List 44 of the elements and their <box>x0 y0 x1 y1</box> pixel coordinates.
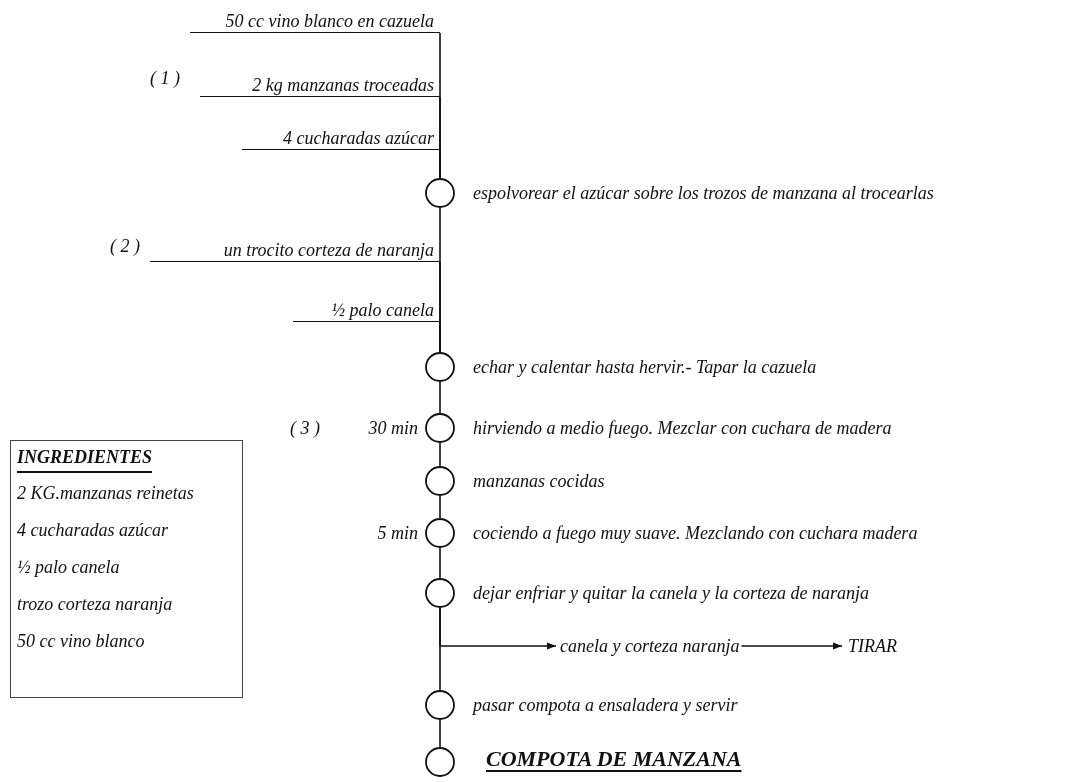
process-circle <box>425 466 455 496</box>
step-description: espolvorear el azúcar sobre los trozos de manzana al trocearlas <box>473 182 934 205</box>
ingredient-item: 2 KG.manzanas reinetas <box>17 482 194 505</box>
ingredient-label: 2 kg manzanas troceadas <box>200 73 440 97</box>
ingredient-label: ½ palo canela <box>293 298 440 322</box>
connector-line <box>439 607 441 691</box>
duration-label: 5 min <box>377 522 418 545</box>
process-circle <box>425 352 455 382</box>
connector-line <box>439 149 441 179</box>
ingredient-label: 4 cucharadas azúcar <box>242 126 440 150</box>
process-circle <box>425 518 455 548</box>
step-description: dejar enfriar y quitar la canela y la corteza de naranja <box>473 582 869 605</box>
connector-line <box>439 547 441 579</box>
dish-title: COMPOTA DE MANZANA <box>486 745 742 773</box>
duration-label: 30 min <box>368 417 418 440</box>
ingredient-label: 50 cc vino blanco en cazuela <box>190 9 440 33</box>
step-number: ( 2 ) <box>110 235 140 258</box>
step-number: ( 3 ) <box>290 417 320 440</box>
ingredient-item: trozo corteza naranja <box>17 593 173 616</box>
step-description: hirviendo a medio fuego. Mezclar con cuchara de madera <box>473 417 892 440</box>
step-description: manzanas cocidas <box>473 470 605 493</box>
ingredient-item: 4 cucharadas azúcar <box>17 519 168 542</box>
arrow <box>740 642 843 650</box>
process-circle <box>425 690 455 720</box>
box-heading: INGREDIENTES <box>17 445 153 473</box>
connector-line <box>439 495 441 519</box>
process-circle <box>425 747 455 777</box>
ingredient-label: un trocito corteza de naranja <box>150 238 440 262</box>
ingredients-box <box>10 440 243 698</box>
step-description: echar y calentar hasta hervir.- Tapar la cazuela <box>473 356 817 379</box>
process-circle <box>425 178 455 208</box>
flow-text: TIRAR <box>848 634 897 658</box>
connector-line <box>439 321 441 353</box>
step-number: ( 1 ) <box>150 67 180 90</box>
flow-text: canela y corteza naranja <box>560 634 740 658</box>
step-description: pasar compota a ensaladera y servir <box>473 694 738 717</box>
step-description: cociendo a fuego muy suave. Mezclando con cuchara madera <box>473 522 918 545</box>
ingredient-item: 50 cc vino blanco <box>17 630 145 653</box>
ingredient-item: ½ palo canela <box>17 556 120 579</box>
connector-line <box>439 719 441 748</box>
connector-line <box>439 381 441 414</box>
process-circle <box>425 578 455 608</box>
connector-line <box>439 442 441 467</box>
process-circle <box>425 413 455 443</box>
